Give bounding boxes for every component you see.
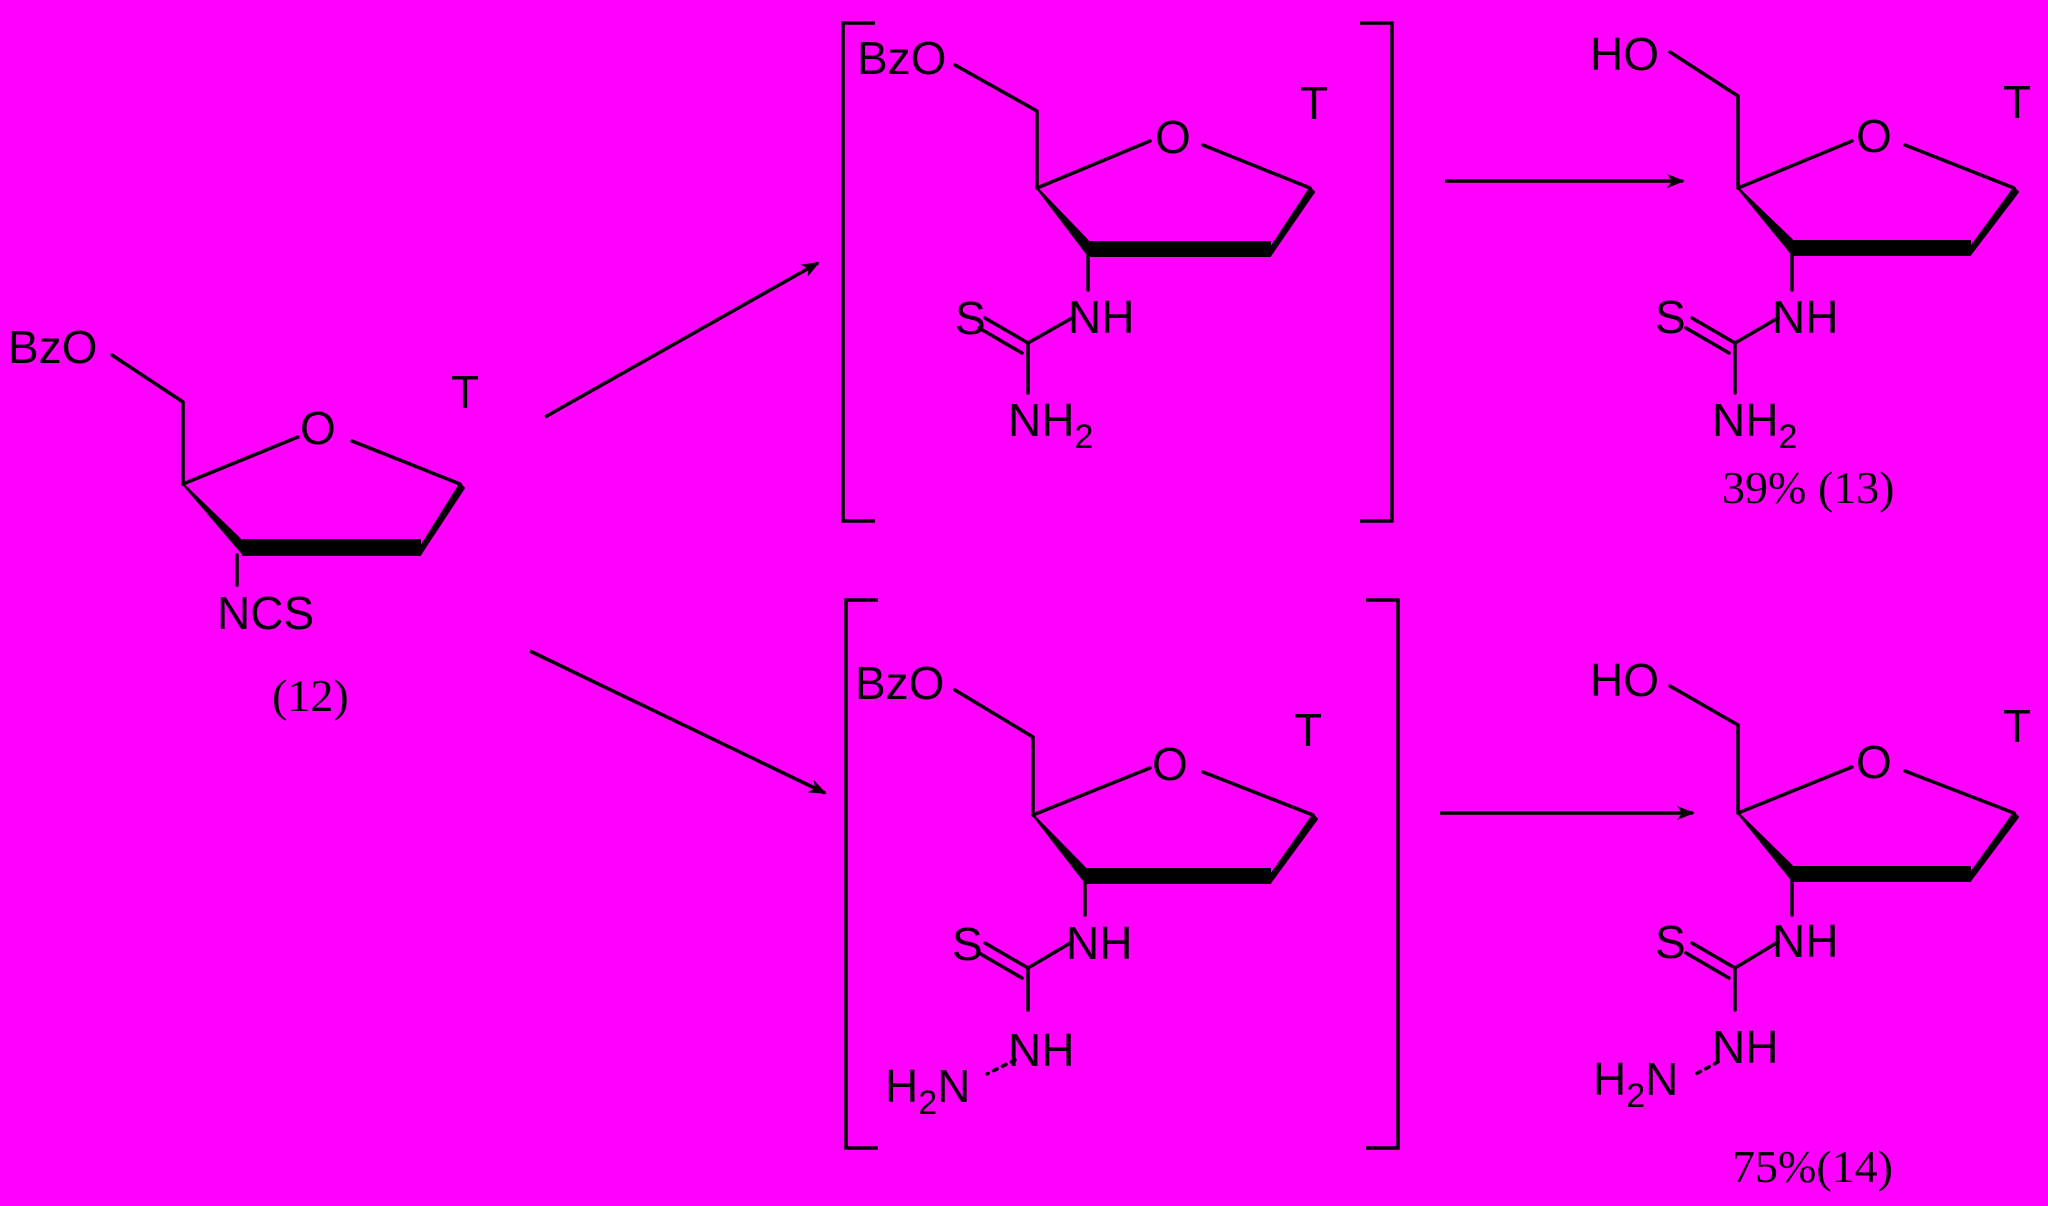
h2n-n: N [937, 1060, 970, 1112]
bzo-label: BzO [8, 321, 97, 373]
arrow-to-top-intermediate [544, 261, 820, 419]
ring-oxygen: O [1856, 110, 1892, 162]
h2n-h: H [1593, 1053, 1626, 1105]
ring-oxygen: O [1155, 111, 1191, 163]
product-14: HO O T S NH NH H2N 75%(14) [1590, 654, 2031, 1192]
ring-oxygen: O [300, 402, 336, 454]
nh-label: NH [1772, 291, 1838, 343]
base-thymine: T [1300, 77, 1328, 129]
compound-12-label: (12) [272, 670, 349, 721]
bzo-label: BzO [857, 32, 946, 84]
ring-oxygen: O [1152, 738, 1188, 790]
h2n-n: N [1645, 1053, 1678, 1105]
h2n-label: H2N [1593, 1053, 1678, 1115]
h2n-label: H2N [885, 1060, 970, 1122]
intermediate-top: BzO O T S NH NH2 [841, 21, 1394, 523]
nh-label: NH [1068, 291, 1134, 343]
arrow-to-bottom-intermediate [529, 649, 827, 795]
hydrazine-nh-label: NH [1712, 1021, 1778, 1073]
nh2-subscript: 2 [1074, 418, 1093, 456]
thione-sulfur: S [952, 918, 983, 970]
nh2-subscript: 2 [1778, 418, 1797, 456]
bzo-label: BzO [855, 657, 944, 709]
h2n-h: H [885, 1060, 918, 1112]
nh2-label: NH2 [1712, 394, 1797, 456]
nh2-label: NH2 [1008, 394, 1093, 456]
nh2-n: NH [1008, 394, 1074, 446]
thione-sulfur: S [1655, 291, 1686, 343]
base-thymine: T [2003, 76, 2031, 128]
hydrazine-nh-label: NH [1008, 1024, 1074, 1076]
hydroxyl-label: HO [1590, 654, 1659, 706]
hydroxyl-label: HO [1590, 28, 1659, 80]
base-thymine: T [1294, 704, 1322, 756]
intermediate-bottom: BzO O T S NH NH H2N [844, 598, 1400, 1150]
nh-label: NH [1066, 917, 1132, 969]
nh-label: NH [1772, 915, 1838, 967]
ring-oxygen: O [1856, 736, 1892, 788]
base-thymine: T [2003, 700, 2031, 752]
thione-sulfur: S [1655, 916, 1686, 968]
base-thymine: T [451, 366, 479, 418]
h2n-subscript: 2 [1626, 1077, 1645, 1115]
compound-12: BzO O T NCS (12) [8, 321, 479, 721]
yield-label-13: 39% (13) [1722, 462, 1894, 513]
yield-label-14: 75%(14) [1732, 1141, 1893, 1192]
h2n-subscript: 2 [918, 1084, 937, 1122]
nh2-n: NH [1712, 394, 1778, 446]
ncs-label: NCS [217, 587, 314, 639]
product-13: HO O T S NH NH2 39% (13) [1590, 28, 2031, 513]
thione-sulfur: S [955, 292, 986, 344]
